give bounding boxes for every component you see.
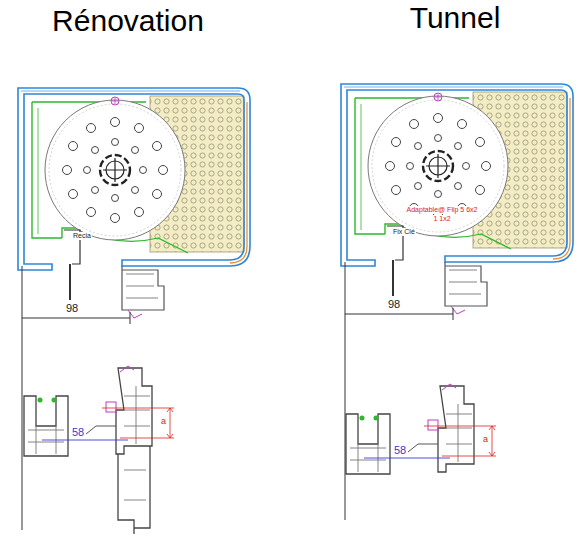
part-note: Adaptable@ Flip 5 6x2: [406, 206, 479, 214]
dimension: 58: [394, 444, 406, 456]
dimension: a: [160, 417, 167, 427]
renovation-drawing: [18, 88, 250, 534]
dimension: 98: [66, 302, 78, 314]
dimension: 98: [388, 298, 400, 310]
part-note: 1 1x2: [432, 215, 451, 223]
tunnel-drawing: [341, 84, 573, 520]
dimension: 58: [72, 426, 84, 438]
dimension: a: [482, 435, 489, 445]
heading: Rénovation: [52, 4, 204, 37]
part-note: Fix Clé: [392, 228, 416, 236]
heading: Tunnel: [410, 1, 501, 34]
part-note: Recia: [72, 232, 92, 240]
